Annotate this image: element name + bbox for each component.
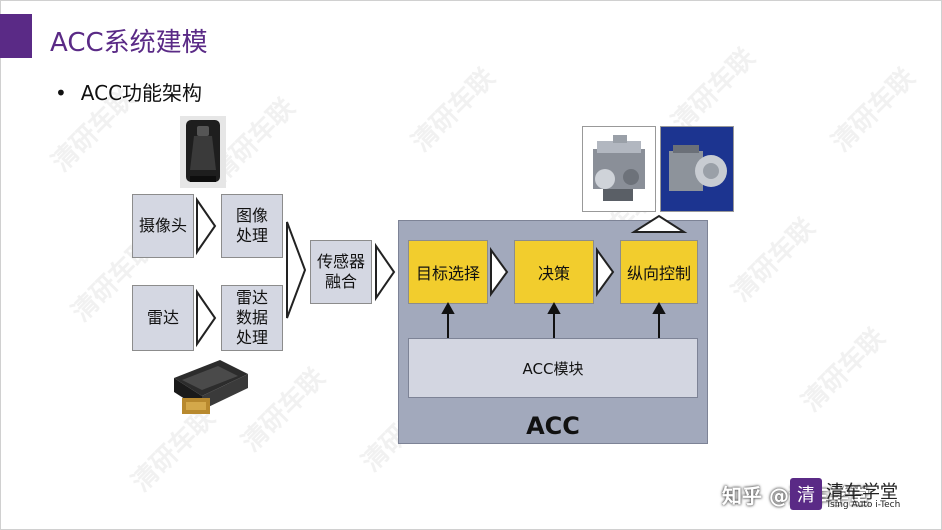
brake-unit-image bbox=[660, 126, 734, 212]
longitudinal-control-box: 纵向控制 bbox=[620, 240, 698, 304]
target-selection-box: 目标选择 bbox=[408, 240, 488, 304]
decision-box: 决策 bbox=[514, 240, 594, 304]
slide-title: ACC系统建模 bbox=[50, 28, 208, 58]
logo-subtitle: Tsing Auto i-Tech bbox=[826, 500, 901, 510]
sensor-fusion-label: 传感器 融合 bbox=[316, 252, 365, 291]
image-processing-box: 图像 处理 bbox=[221, 194, 283, 258]
acc-module-label: ACC模块 bbox=[522, 359, 584, 378]
radar-box: 雷达 bbox=[132, 285, 194, 351]
arrow-up-control bbox=[652, 301, 666, 314]
radar-processing-label: 雷达 数据 处理 bbox=[235, 288, 268, 347]
engine-image bbox=[582, 126, 656, 212]
target-selection-label: 目标选择 bbox=[415, 264, 480, 283]
bullet-item: • ACC功能架构 bbox=[55, 77, 202, 106]
camera-box: 摄像头 bbox=[132, 194, 194, 258]
bullet-text: ACC功能架构 bbox=[80, 81, 203, 105]
acc-module-box: ACC模块 bbox=[408, 338, 698, 398]
arrow-decision-to-control bbox=[596, 246, 615, 298]
arrow-target-to-decision bbox=[490, 246, 509, 298]
radar-device-image bbox=[168, 356, 252, 422]
bullet-dot: • bbox=[55, 81, 67, 105]
qingche-logo: 清 bbox=[790, 478, 822, 510]
camera-label: 摄像头 bbox=[138, 216, 187, 235]
arrow-up-decision bbox=[547, 301, 561, 314]
arrow-radar-to-processing bbox=[196, 288, 217, 348]
logo-text: 清车学堂 bbox=[826, 482, 898, 503]
logo-glyph: 清 bbox=[797, 485, 815, 506]
arrow-fusion-to-acc bbox=[375, 242, 396, 302]
title-accent-bar bbox=[0, 14, 32, 58]
image-processing-label: 图像 处理 bbox=[235, 206, 268, 245]
radar-label: 雷达 bbox=[146, 308, 179, 327]
arrow-camera-to-image bbox=[196, 196, 217, 256]
arrow-to-fusion bbox=[286, 221, 307, 319]
arrow-up-target bbox=[441, 301, 455, 314]
acc-label: ACC bbox=[526, 412, 580, 440]
decision-label: 决策 bbox=[537, 264, 570, 283]
radar-processing-box: 雷达 数据 处理 bbox=[221, 285, 283, 351]
arrow-control-to-actuators bbox=[630, 214, 688, 233]
camera-device-image bbox=[180, 116, 226, 188]
sensor-fusion-box: 传感器 融合 bbox=[310, 240, 372, 304]
longitudinal-control-label: 纵向控制 bbox=[626, 264, 691, 283]
